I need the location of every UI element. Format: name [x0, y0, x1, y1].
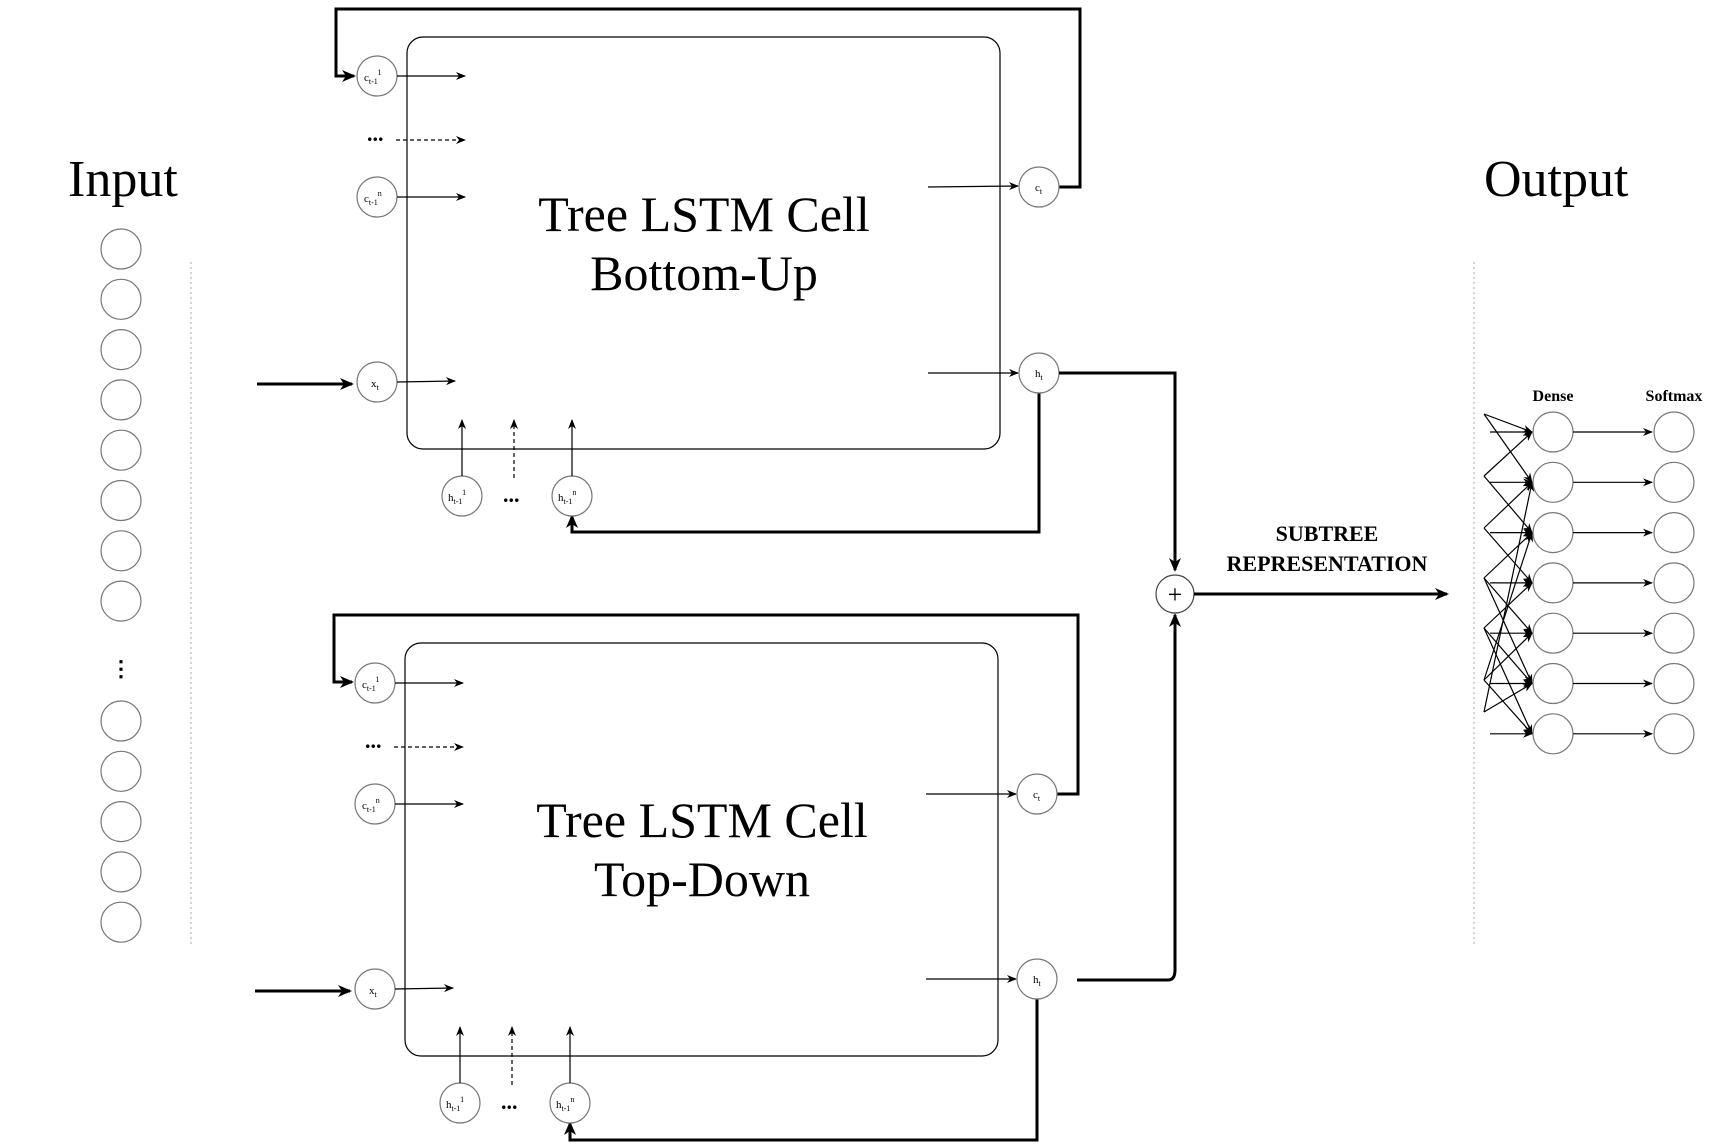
- top-down-x-arrow: [394, 984, 454, 993]
- bottom-up-h-prev-1-label: ht-11: [448, 488, 466, 506]
- top-down-cell-title-line2: Top-Down: [594, 851, 810, 907]
- input-neuron: [100, 901, 142, 943]
- top-down-c-prev-1-label: ct-11: [362, 675, 379, 693]
- bottom-up-to-sum-arrow: [1059, 371, 1181, 572]
- dense-neuron: [1532, 562, 1574, 604]
- dense-input-connection: [1483, 413, 1533, 484]
- dense-neuron: [1532, 411, 1574, 453]
- dense-input-connection: [1483, 531, 1533, 579]
- top-down-c-ellipsis: ...: [365, 728, 382, 753]
- bottom-up-cell-title-line1: Tree LSTM Cell: [538, 186, 870, 242]
- plus-symbol: +: [1168, 580, 1183, 609]
- subtree-label-line2: REPRESENTATION: [1227, 551, 1428, 576]
- input-neuron: [100, 379, 142, 421]
- input-neuron: [100, 228, 142, 270]
- input-neuron: [100, 750, 142, 792]
- top-down-c-t-label: ct: [1033, 789, 1041, 803]
- softmax-neuron: [1653, 612, 1695, 654]
- top-down-h-t-label: ht: [1033, 974, 1042, 988]
- top-down-to-sum-arrow: [1077, 613, 1181, 982]
- dense-input-connection: [1483, 682, 1533, 713]
- top-down-h-prev-n-label: ht-1n: [556, 1095, 574, 1113]
- dense-input-connection: [1483, 413, 1533, 433]
- top-down-x-node: [354, 968, 396, 1010]
- top-down-cell-box: [404, 642, 999, 1057]
- top-down-c-prev-n-label: ct-1n: [362, 796, 380, 814]
- dense-input-connection: [1483, 679, 1533, 735]
- dense-input-connection: [1483, 627, 1533, 735]
- bottom-up-c-t-label: ct: [1035, 182, 1043, 196]
- bottom-up-cell-state-loop: [334, 7, 1082, 189]
- dense-label: Dense: [1533, 388, 1574, 405]
- bottom-up-x-label: xt: [371, 378, 380, 392]
- input-neuron: [100, 530, 142, 572]
- top-down-h-t-node: [1016, 958, 1058, 1000]
- bottom-up-cell-box: [406, 36, 1001, 450]
- dense-neuron: [1532, 662, 1574, 705]
- softmax-neuron: [1653, 562, 1695, 604]
- input-neuron: [100, 800, 142, 843]
- bottom-up-c-ellipsis: ...: [367, 121, 384, 146]
- dense-neuron: [1532, 713, 1574, 755]
- top-down-h-ellipsis: ...: [501, 1089, 518, 1114]
- input-neuron: [100, 851, 142, 893]
- input-neuron: [100, 329, 142, 371]
- dense-input-connection: [1483, 577, 1533, 685]
- input-neuron: [100, 429, 142, 471]
- input-vertical-ellipsis: ⋮: [110, 656, 132, 681]
- dense-input-connection: [1483, 431, 1533, 477]
- bottom-up-h-t-label: ht: [1035, 368, 1044, 382]
- input-neuron: [100, 580, 142, 622]
- dense-input-connection: [1483, 481, 1533, 529]
- dense-input-connection: [1483, 481, 1535, 713]
- subtree-label-line1: SUBTREE: [1276, 521, 1379, 546]
- top-down-cell: Tree LSTM Cell Top-Down ct-11 ... ct-1n …: [255, 613, 1181, 1142]
- output-title: Output: [1484, 151, 1629, 208]
- dense-layer: [1483, 411, 1695, 755]
- input-title: Input: [68, 151, 178, 208]
- bottom-up-c-out-arrow: [927, 182, 1019, 191]
- bottom-up-h-ellipsis: ...: [503, 482, 520, 507]
- softmax-neuron: [1653, 662, 1695, 705]
- top-down-cell-title-line1: Tree LSTM Cell: [536, 792, 868, 848]
- top-down-c-t-node: [1016, 773, 1058, 815]
- dense-neuron: [1532, 461, 1574, 503]
- dense-neuron: [1532, 612, 1574, 654]
- bottom-up-c-prev-1-label: ct-11: [364, 68, 381, 86]
- bottom-up-x-node: [356, 361, 398, 403]
- dense-input-connection: [1483, 531, 1534, 681]
- input-neuron: [100, 479, 142, 522]
- input-neuron: [100, 278, 142, 320]
- top-down-x-label: xt: [369, 985, 378, 999]
- bottom-up-x-arrow: [396, 377, 456, 386]
- bottom-up-c-prev-n-label: ct-1n: [364, 189, 382, 207]
- bottom-up-cell: Tree LSTM Cell Bottom-Up ct-11 ... ct-1n…: [257, 7, 1181, 572]
- input-layer: [100, 228, 142, 943]
- top-down-cell-state-loop: [332, 613, 1080, 796]
- bottom-up-hidden-state-loop: [566, 390, 1041, 534]
- dense-neuron: [1532, 511, 1574, 554]
- top-down-hidden-state-loop: [564, 998, 1039, 1142]
- softmax-neuron: [1653, 411, 1695, 453]
- bottom-up-c-t-node: [1018, 166, 1060, 208]
- input-neuron: [100, 700, 142, 742]
- bottom-up-cell-title-line2: Bottom-Up: [590, 245, 818, 301]
- softmax-neuron: [1653, 461, 1695, 503]
- dense-input-connection: [1483, 475, 1533, 534]
- softmax-label: Softmax: [1646, 388, 1703, 405]
- softmax-neuron: [1653, 511, 1695, 554]
- softmax-neuron: [1653, 713, 1695, 755]
- dense-input-connection: [1483, 627, 1533, 685]
- top-down-h-prev-1-label: ht-11: [446, 1095, 464, 1113]
- bottom-up-h-prev-n-label: ht-1n: [558, 488, 576, 506]
